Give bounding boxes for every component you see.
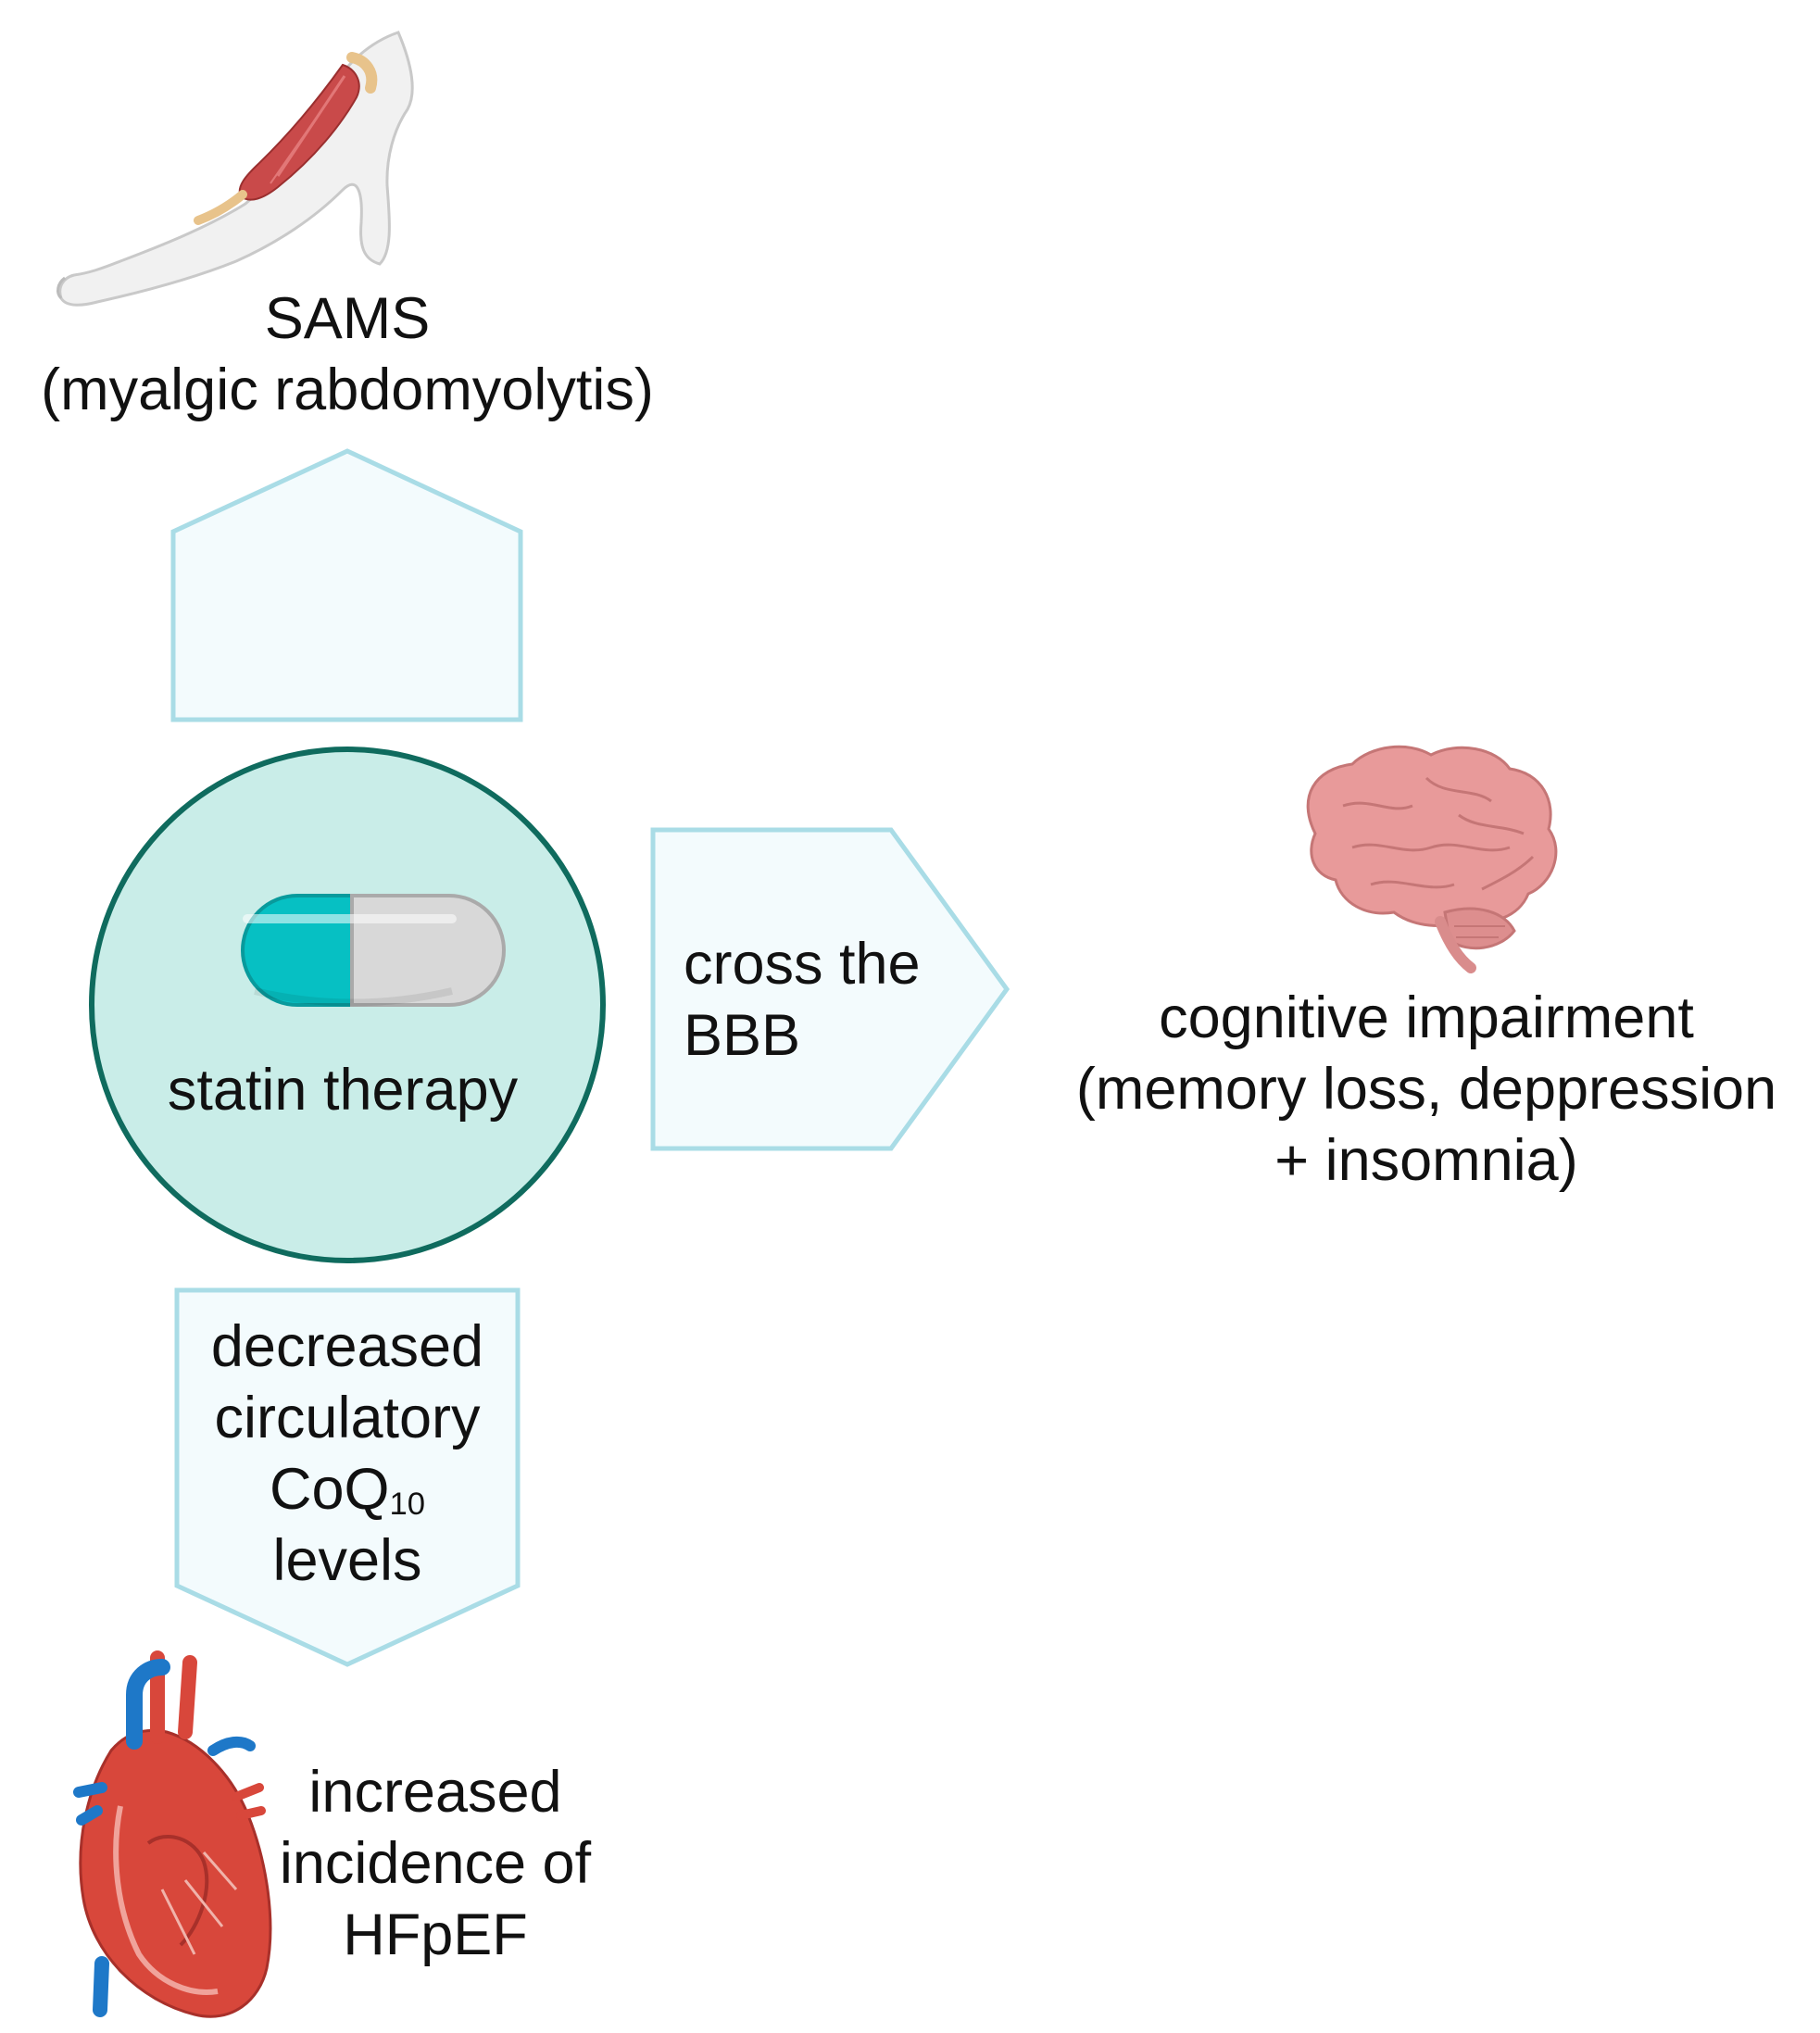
- brain-icon: [1306, 745, 1558, 973]
- hfpef-line2: incidence of: [279, 1830, 592, 1896]
- sams-subtitle: (myalgic rabdomyolytis): [41, 357, 654, 422]
- coq10-line3: CoQ10: [148, 1454, 546, 1525]
- coq10-line1: decreased: [210, 1314, 484, 1379]
- coq10-main: CoQ: [269, 1456, 390, 1522]
- heart-icon: [73, 1650, 272, 2018]
- sams-label: SAMS (myalgic rabdomyolytis): [0, 283, 695, 426]
- coq10-subscript: 10: [389, 1486, 426, 1522]
- hfpef-line3: HFpEF: [343, 1901, 528, 1967]
- cross-bbb-line1: cross the: [684, 932, 921, 997]
- sams-title: SAMS: [264, 286, 431, 351]
- down-arrow: [174, 1287, 521, 1667]
- right-arrow: [650, 827, 1010, 1151]
- cognitive-impairment-label: cognitive impairment (memory loss, deppr…: [1051, 983, 1801, 1197]
- coq10-label: decreased circulatory CoQ10 levels: [148, 1311, 546, 1596]
- coq10-line4: levels: [272, 1527, 422, 1593]
- statin-therapy-label: statin therapy: [0, 1055, 685, 1126]
- hfpef-label: increased incidence of HFpEF: [250, 1757, 621, 1971]
- hfpef-line1: increased: [308, 1760, 562, 1825]
- arm-muscle-icon: [56, 31, 414, 307]
- statin-therapy-text: statin therapy: [167, 1058, 519, 1123]
- cross-bbb-line2: BBB: [684, 1002, 801, 1068]
- cognitive-line3: + insomnia): [1274, 1127, 1578, 1193]
- cognitive-line2: (memory loss, deppression: [1075, 1056, 1777, 1122]
- capsule-pill-icon: [241, 894, 506, 1007]
- cognitive-line1: cognitive impairment: [1159, 985, 1694, 1050]
- up-arrow: [170, 448, 523, 722]
- cross-bbb-label: cross the BBB: [684, 929, 921, 1072]
- coq10-line2: circulatory: [214, 1385, 481, 1450]
